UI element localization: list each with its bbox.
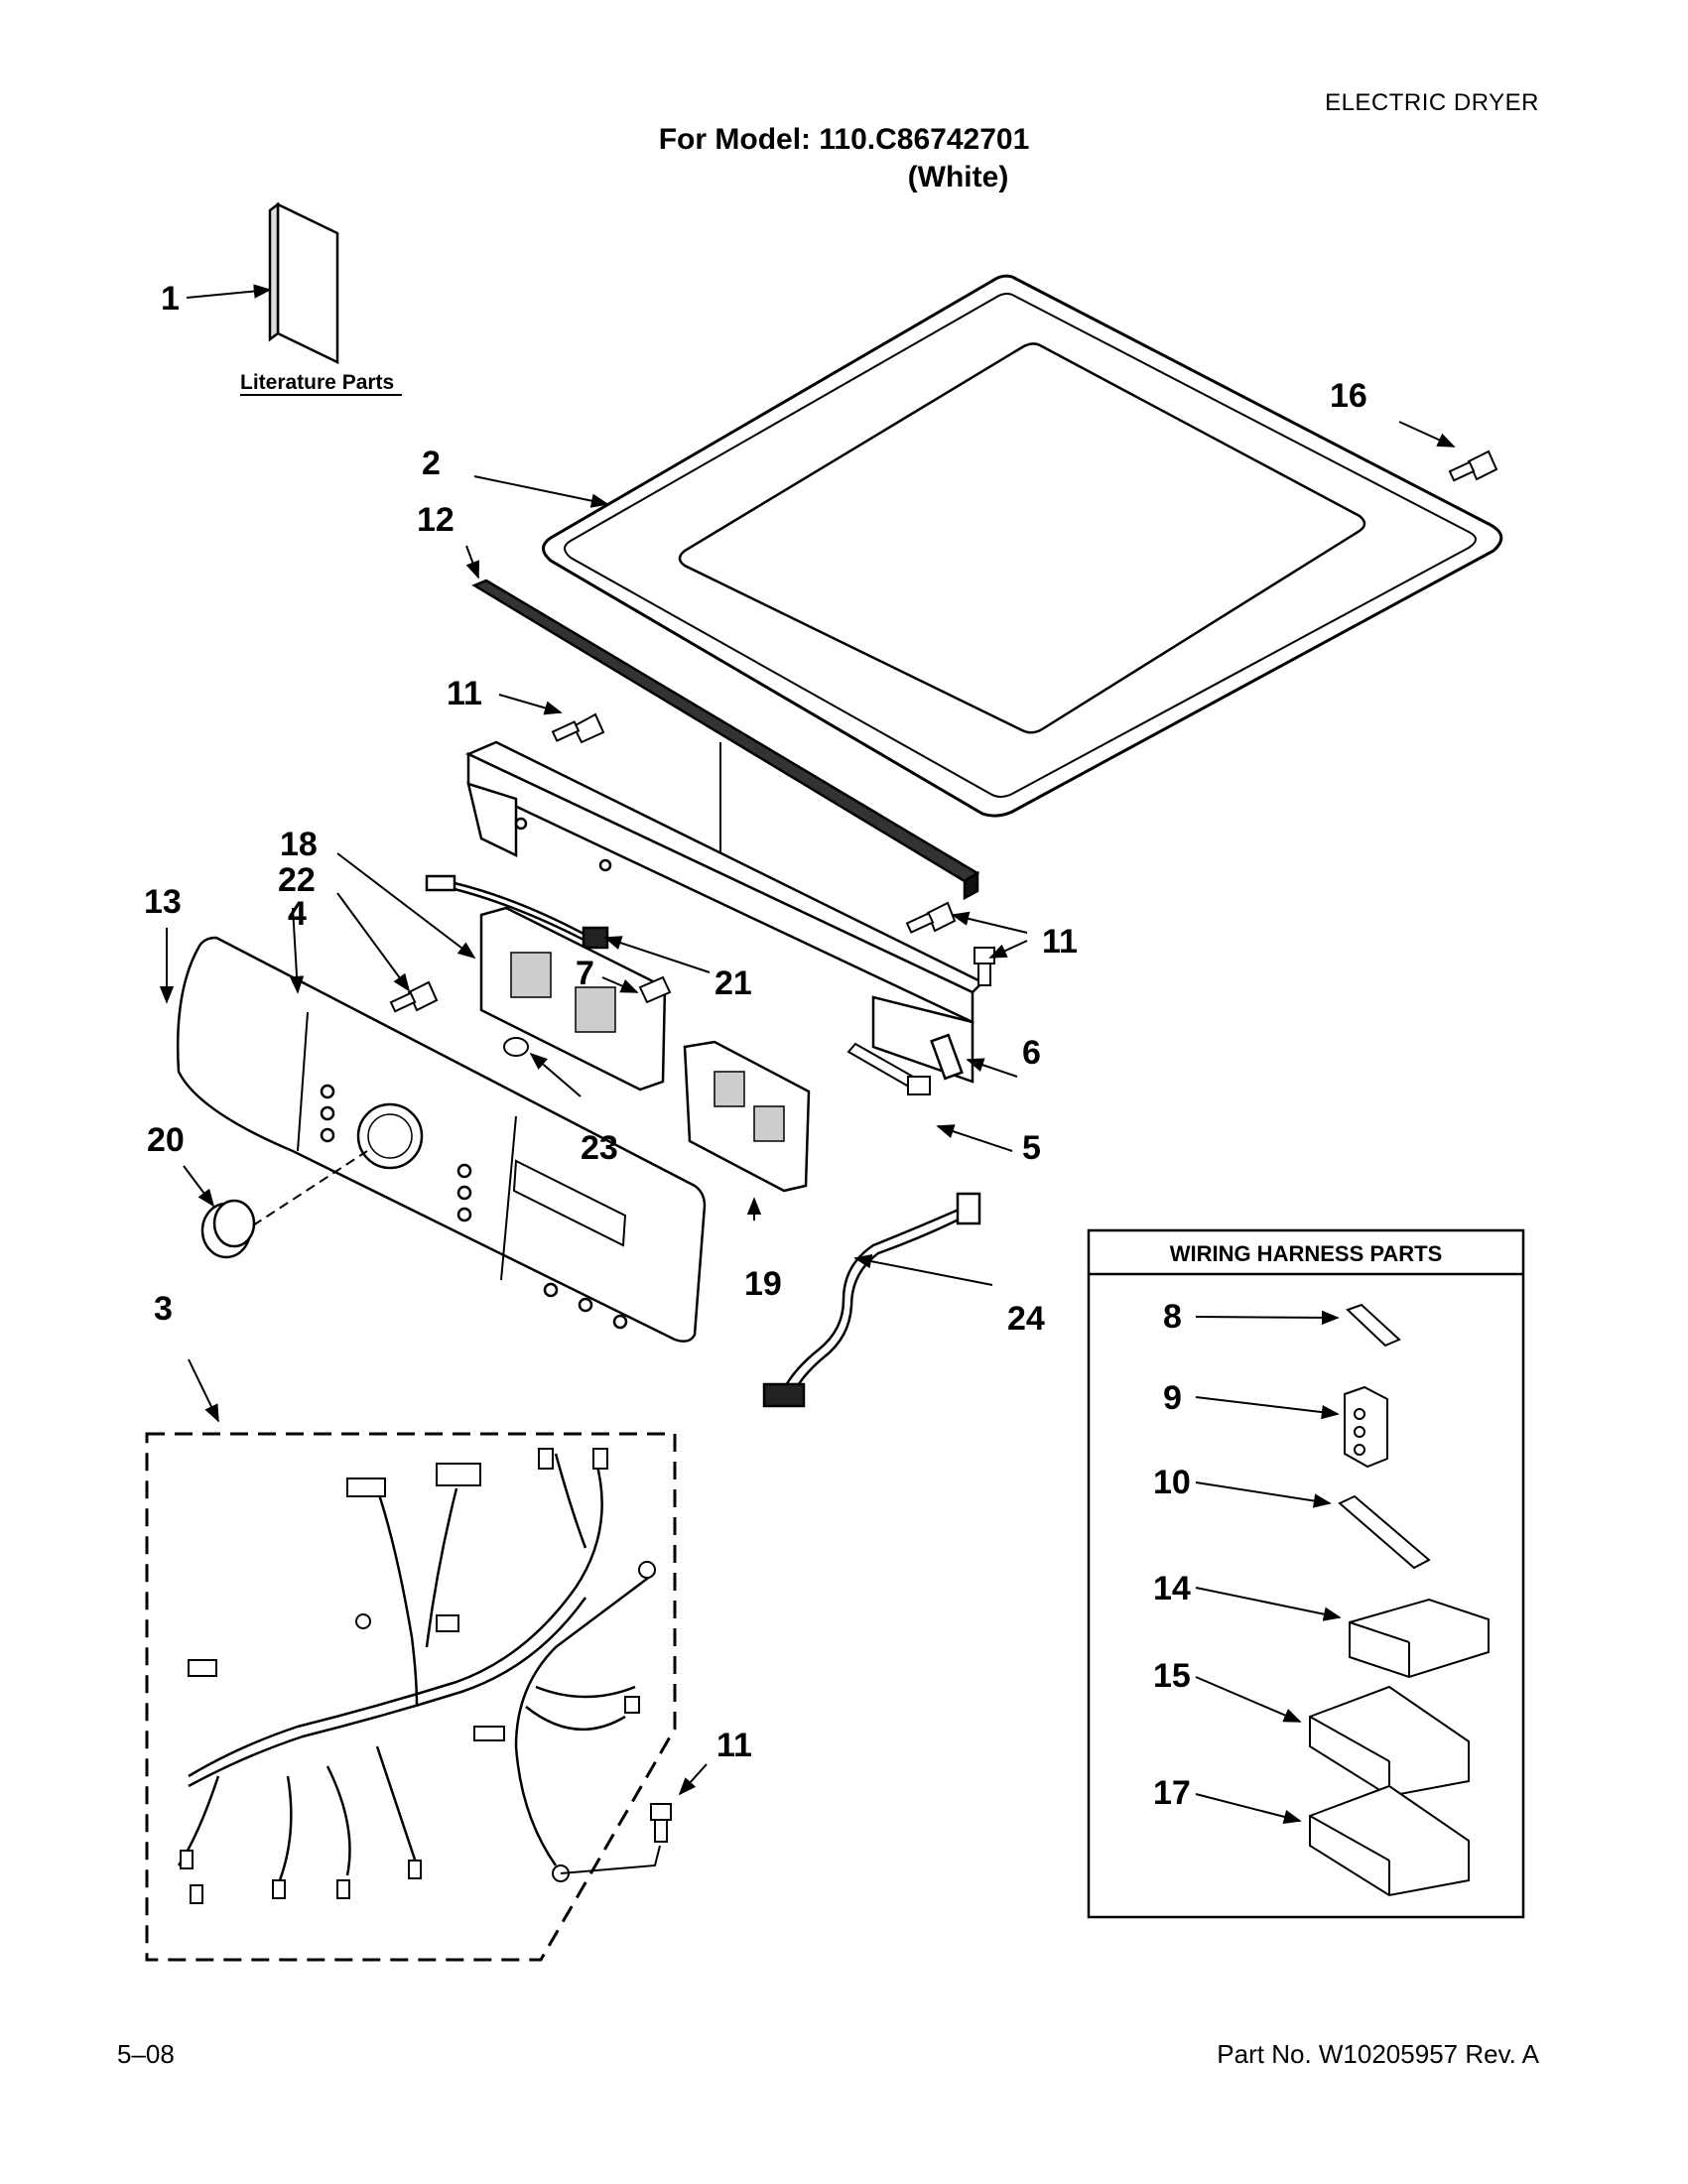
callout-7: 7 bbox=[576, 955, 594, 992]
model-title: For Model: 110.C86742701 (White) bbox=[0, 121, 1688, 196]
wiring-box-title: WIRING HARNESS PARTS bbox=[1170, 1241, 1443, 1266]
callout-17: 17 bbox=[1153, 1774, 1191, 1812]
callout-14: 14 bbox=[1153, 1570, 1191, 1607]
callout-23: 23 bbox=[581, 1129, 618, 1167]
wiring-harness-box bbox=[1087, 1228, 1525, 1919]
callout-2: 2 bbox=[422, 445, 441, 482]
housing-14 bbox=[1349, 1598, 1490, 1679]
cycle-knob bbox=[200, 1199, 256, 1259]
callout-13: 13 bbox=[144, 883, 182, 921]
callout-10: 10 bbox=[1153, 1464, 1191, 1501]
main-harness-region bbox=[145, 1432, 677, 1962]
clip-7 bbox=[638, 975, 672, 1004]
color-line: (White) bbox=[907, 161, 1009, 193]
housing-17 bbox=[1309, 1784, 1470, 1897]
callout-20: 20 bbox=[147, 1121, 185, 1159]
callout-11-bottom: 11 bbox=[716, 1727, 752, 1764]
small-harness bbox=[425, 874, 609, 950]
callout-4: 4 bbox=[288, 895, 307, 933]
ui-housing bbox=[683, 1040, 811, 1193]
harness-connectors bbox=[180, 1448, 656, 1904]
harness-24 bbox=[762, 1192, 981, 1408]
terminal-10 bbox=[1338, 1494, 1431, 1570]
literature-booklet bbox=[268, 201, 339, 364]
led-assembly-23 bbox=[503, 1037, 529, 1057]
console-bracket bbox=[464, 740, 985, 1084]
callout-15: 15 bbox=[1153, 1657, 1191, 1695]
screw-11-right-b bbox=[974, 947, 995, 986]
callout-12: 12 bbox=[417, 501, 454, 539]
screw-11-top bbox=[551, 712, 605, 744]
screw-16 bbox=[1448, 450, 1498, 482]
footer-part-number: Part No. W10205957 Rev. A bbox=[1217, 2039, 1539, 2069]
leader-lines bbox=[159, 284, 1456, 1824]
screw-11-bottom bbox=[650, 1803, 672, 1843]
literature-parts-label: Literature Parts bbox=[240, 371, 394, 394]
callout-18: 18 bbox=[280, 826, 318, 863]
callout-19: 19 bbox=[744, 1265, 782, 1303]
cable-tie bbox=[846, 1042, 931, 1095]
callout-9: 9 bbox=[1163, 1379, 1182, 1417]
callout-numbers: 1 2 12 16 11 11 18 22 4 13 7 21 6 5 23 2… bbox=[144, 280, 1367, 1812]
terminal-8 bbox=[1346, 1303, 1401, 1348]
control-board bbox=[479, 906, 667, 1092]
model-line: For Model: 110.C86742701 bbox=[658, 123, 1030, 156]
callout-21: 21 bbox=[714, 964, 752, 1002]
footer-date: 5–08 bbox=[117, 2039, 175, 2069]
document-type: ELECTRIC DRYER bbox=[1325, 89, 1539, 116]
screw-11-right-a bbox=[905, 901, 957, 934]
callout-24: 24 bbox=[1007, 1300, 1045, 1338]
console-panel bbox=[176, 936, 707, 1343]
callout-3: 3 bbox=[154, 1290, 173, 1328]
callout-22: 22 bbox=[278, 861, 316, 899]
knob-guide-line bbox=[252, 1150, 368, 1226]
ground-lead bbox=[560, 1845, 661, 1874]
front-seal-strip bbox=[471, 578, 980, 901]
main-harness bbox=[177, 1453, 656, 1886]
callout-11-right: 11 bbox=[1042, 923, 1078, 961]
callout-1: 1 bbox=[161, 280, 180, 318]
housing-15 bbox=[1309, 1685, 1470, 1798]
housing-9 bbox=[1344, 1385, 1388, 1469]
callout-8: 8 bbox=[1163, 1298, 1182, 1336]
callout-5: 5 bbox=[1022, 1129, 1041, 1167]
top-panel bbox=[542, 274, 1503, 818]
callout-16: 16 bbox=[1330, 377, 1367, 415]
callout-11-top: 11 bbox=[447, 675, 482, 712]
callout-6: 6 bbox=[1022, 1034, 1041, 1072]
screw-22 bbox=[389, 980, 439, 1013]
